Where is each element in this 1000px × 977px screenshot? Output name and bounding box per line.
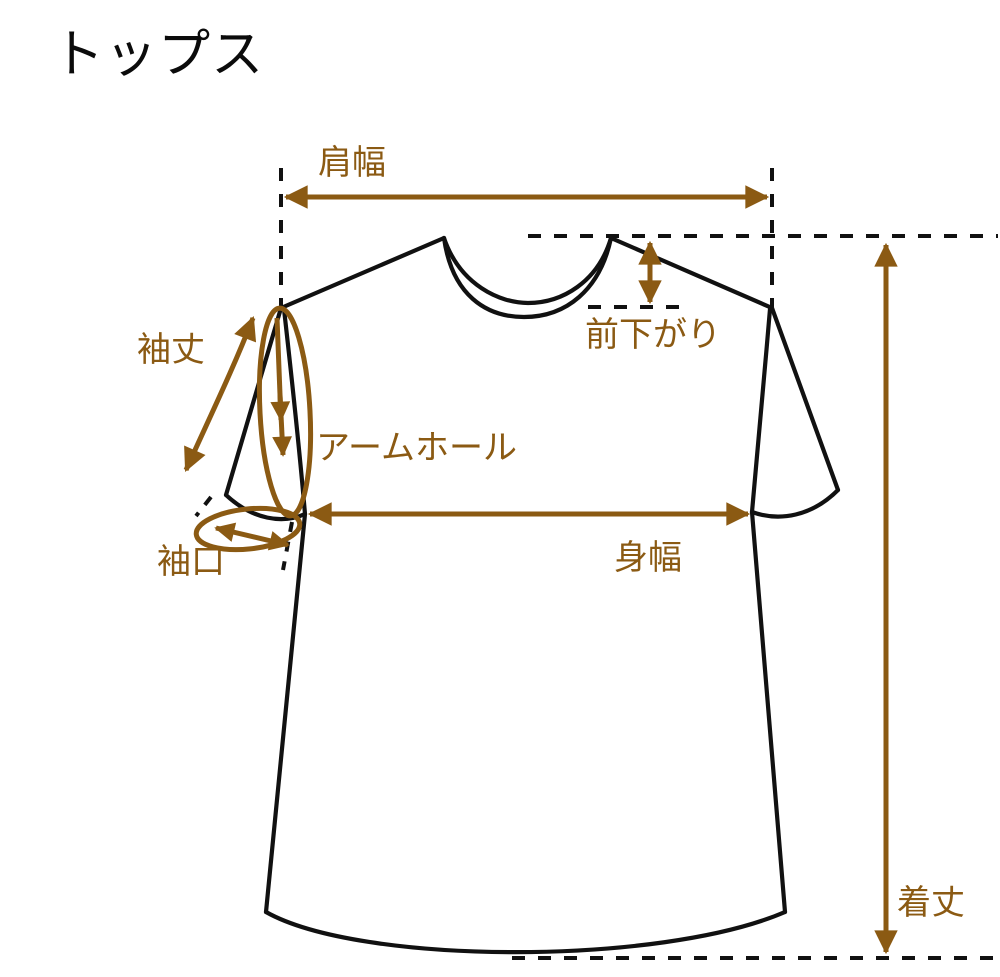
shoulder-seam-left [278, 235, 447, 311]
side-seam-right [749, 509, 788, 915]
label-shoulder-width: 肩幅 [318, 144, 386, 182]
sleeve-length-arrow [183, 315, 257, 472]
neckline-back [441, 235, 614, 306]
measure-cuff [193, 505, 303, 553]
measure-armhole [256, 305, 314, 519]
label-sleeve-length: 袖丈 [137, 331, 205, 369]
armhole-arrow-lower [272, 394, 292, 457]
neckline-front [441, 235, 614, 320]
sleeve-outer-seam-right [769, 305, 841, 493]
label-front-drop: 前下がり [585, 316, 721, 354]
guide-lines [194, 168, 998, 960]
label-body-width: 身幅 [614, 539, 682, 577]
side-seam-left [263, 511, 308, 915]
measure-sleeve-length [183, 315, 257, 472]
guide-cuff-upper [194, 495, 213, 518]
page-title: トップス [52, 26, 265, 84]
label-cuff: 袖口 [157, 543, 225, 581]
armhole-loop [256, 305, 314, 519]
sleeve-cuff-edge-right [749, 487, 841, 519]
sleeve-outer-seam-left [223, 305, 284, 498]
hem-bottom [263, 909, 788, 955]
label-armhole: アームホール [316, 429, 517, 467]
cuff-arrow [214, 522, 290, 551]
label-garment-length: 着丈 [897, 884, 965, 922]
shoulder-seam-right [608, 235, 775, 311]
armhole-seam-right [749, 306, 773, 515]
garment-outline [223, 235, 841, 955]
